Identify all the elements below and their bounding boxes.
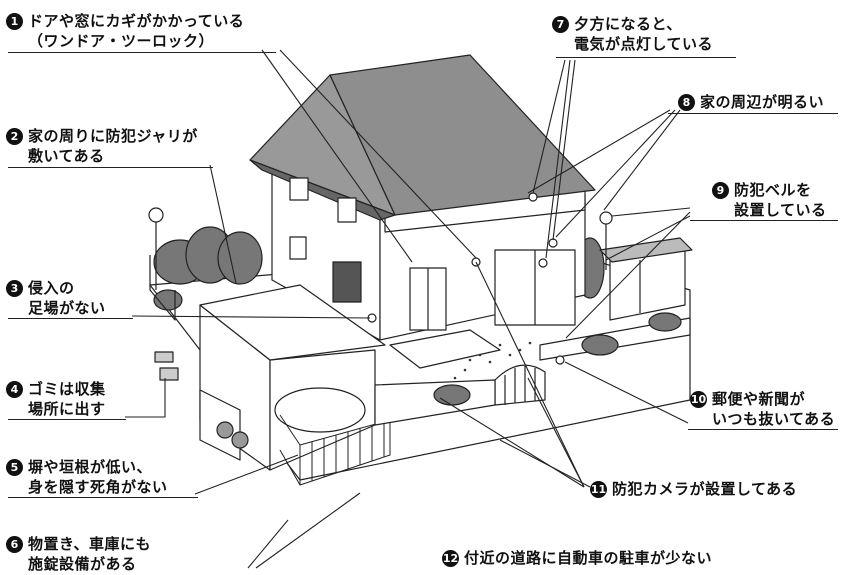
underline-8 xyxy=(668,113,838,114)
underline-3 xyxy=(8,318,133,319)
label-3-line1: 侵入の xyxy=(28,279,75,297)
shed-shrub xyxy=(648,312,682,332)
label-5-line1: 塀や垣根が低い、 xyxy=(28,458,153,476)
number-badge: 3 xyxy=(6,280,23,297)
underline-9 xyxy=(690,220,838,221)
lamp-post-left xyxy=(148,207,164,290)
number-badge: 9 xyxy=(712,182,729,199)
label-7: 7 夕方になると、 電気が点灯している xyxy=(552,14,713,54)
label-3-line2: 足場がない xyxy=(28,299,106,317)
roof-front xyxy=(329,54,596,216)
wall-light-2 xyxy=(538,258,548,268)
underline-10 xyxy=(688,429,838,430)
wall-light-1 xyxy=(528,192,538,202)
trash-can xyxy=(159,367,179,381)
label-8: 8 家の周辺が明るい xyxy=(678,92,824,112)
number-badge: 8 xyxy=(678,94,695,111)
label-4-line1: ゴミは収集 xyxy=(28,380,106,398)
window-upper-left-1 xyxy=(289,177,309,201)
trash-area xyxy=(199,389,249,461)
label-12-line1: 付近の道路に自動車の駐車が少ない xyxy=(464,549,713,567)
mailbox xyxy=(555,355,565,365)
label-3: 3 侵入の 足場がない xyxy=(6,278,106,318)
roof-side xyxy=(249,159,396,221)
garage-gate xyxy=(279,414,391,486)
window-mid-left xyxy=(289,236,307,260)
number-badge: 6 xyxy=(6,536,23,553)
window-upper-left-2 xyxy=(337,197,357,223)
fence-back-left xyxy=(149,255,176,321)
label-12: 12 付近の道路に自動車の駐車が少ない xyxy=(442,548,712,568)
label-5: 5 塀や垣根が低い、 身を隠す死角がない xyxy=(6,457,168,497)
leader-lines xyxy=(125,49,691,569)
wall-light-3 xyxy=(548,238,558,248)
number-badge: 4 xyxy=(6,381,23,398)
label-1: 1 ドアや窓にカギがかかっている （ワンドア・ツーロック） xyxy=(6,11,244,51)
underline-4 xyxy=(8,419,126,420)
label-9-line2: 設置している xyxy=(734,201,827,219)
label-2-line1: 家の周りに防犯ジャリが xyxy=(28,127,198,145)
label-9-line1: 防犯ベルを xyxy=(734,181,812,199)
label-11-line1: 防犯カメラが設置してある xyxy=(612,480,798,498)
label-10-line1: 郵便や新聞が xyxy=(712,390,806,408)
porch-step xyxy=(389,329,501,369)
label-10: 10 郵便や新聞が いつも抜いてある xyxy=(690,389,835,429)
label-1-line1: ドアや窓にカギがかかっている xyxy=(28,12,245,30)
label-7-line2: 電気が点灯している xyxy=(574,35,714,53)
label-1-line2: （ワンドア・ツーロック） xyxy=(28,32,215,50)
number-badge: 5 xyxy=(6,459,23,476)
underline-7 xyxy=(556,57,736,58)
underline-5 xyxy=(8,497,198,498)
label-9: 9 防犯ベルを 設置している xyxy=(712,180,827,220)
label-6-line1: 物置き、車庫にも xyxy=(28,535,151,553)
label-5-line2: 身を隠す死角がない xyxy=(28,478,168,496)
number-badge: 12 xyxy=(442,550,459,567)
underline-1 xyxy=(8,52,276,53)
gravel xyxy=(453,341,532,380)
label-6: 6 物置き、車庫にも 施錠設備がある xyxy=(6,534,151,574)
label-7-line1: 夕方になると、 xyxy=(574,15,682,33)
label-8-line1: 家の周辺が明るい xyxy=(700,93,825,111)
window-grille xyxy=(332,261,362,303)
number-badge: 7 xyxy=(552,16,569,33)
front-shrub xyxy=(433,384,471,406)
label-11: 11 防犯カメラが設置してある xyxy=(590,479,797,499)
trash-bag xyxy=(154,351,174,363)
underline-2 xyxy=(8,167,213,168)
label-6-line2: 施錠設備がある xyxy=(28,555,137,573)
label-4-line2: 場所に出す xyxy=(28,400,106,418)
number-badge: 2 xyxy=(6,128,23,145)
number-badge: 10 xyxy=(690,391,707,408)
right-shrub xyxy=(581,334,619,356)
label-4: 4 ゴミは収集 場所に出す xyxy=(6,379,106,419)
label-10-line2: いつも抜いてある xyxy=(712,410,836,428)
storage-shed xyxy=(599,237,693,321)
alarm-bell xyxy=(599,211,613,225)
label-2: 2 家の周りに防犯ジャリが 敷いてある xyxy=(6,126,198,166)
number-badge: 1 xyxy=(6,13,23,30)
label-2-line2: 敷いてある xyxy=(28,147,105,165)
number-badge: 11 xyxy=(590,481,607,498)
